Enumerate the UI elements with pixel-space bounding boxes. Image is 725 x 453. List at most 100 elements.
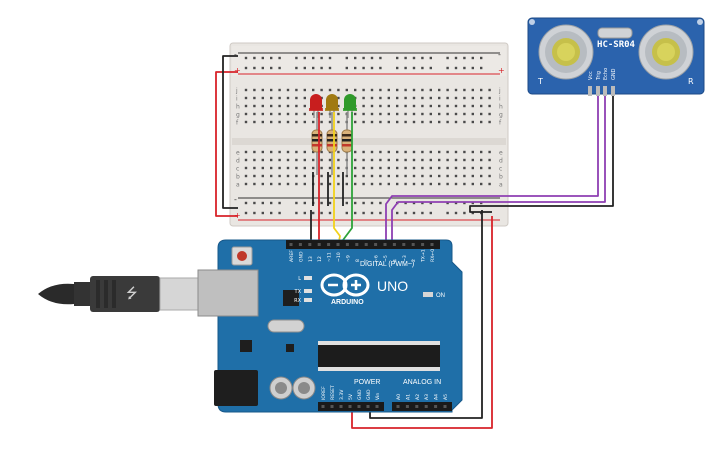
rail-hole [454, 66, 458, 70]
breadboard-hole [429, 166, 432, 170]
row-letter: h [499, 104, 503, 111]
breadboard-hole [370, 104, 374, 108]
breadboard-hole [463, 88, 466, 92]
rail-hole [421, 56, 424, 60]
breadboard-hole [320, 88, 323, 92]
header-pin [364, 243, 368, 246]
rail-hole [270, 201, 273, 205]
breadboard-hole [354, 158, 357, 162]
rail-hole [270, 56, 273, 60]
rail-hole [379, 211, 382, 215]
breadboard-hole [303, 182, 306, 186]
rail-hole [303, 56, 306, 60]
breadboard-hole [337, 104, 340, 108]
breadboard-hole [261, 120, 264, 124]
brand-label: ARDUINO [331, 299, 364, 306]
breadboard-hole [446, 112, 449, 116]
header-pin [289, 243, 293, 246]
rail-hole [253, 201, 256, 205]
pin-label: ~6 [374, 255, 380, 262]
breadboard-hole [270, 174, 273, 178]
breadboard-hole [404, 104, 407, 108]
wire-black [369, 210, 483, 419]
row-letter: i [236, 96, 238, 103]
breadboard-hole [379, 150, 382, 154]
breadboard-hole [396, 166, 399, 170]
breadboard-hole [471, 104, 474, 108]
breadboard-hole [362, 150, 365, 154]
sensor-pin-label: Vcc [588, 71, 594, 80]
breadboard-hole [244, 120, 248, 124]
sensor-pin-label: Echo [603, 68, 609, 80]
breadboard-hole [421, 158, 424, 162]
rail-hole [362, 56, 365, 60]
breadboard-hole [270, 96, 273, 100]
breadboard-hole [454, 174, 458, 178]
breadboard-hole [362, 158, 365, 162]
breadboard-hole [412, 150, 416, 154]
wire-black [222, 55, 238, 209]
rail-hole [261, 201, 264, 205]
breadboard-hole [412, 182, 416, 186]
breadboard-hole [471, 112, 474, 116]
header-pin [374, 243, 378, 246]
header-pin [339, 405, 343, 408]
breadboard-hole [438, 120, 441, 124]
breadboard-hole [370, 88, 374, 92]
pin-label: Vin [375, 393, 381, 400]
breadboard-hole [412, 104, 416, 108]
breadboard-hole [421, 174, 424, 178]
breadboard-hole [303, 104, 306, 108]
rail-hole [471, 211, 474, 215]
breadboard-hole [387, 166, 390, 170]
rail-hole [412, 56, 416, 60]
breadboard-hole [286, 112, 290, 116]
rail-hole [320, 201, 323, 205]
arduino-uno-board: ON ARDUINO UNO DIGITAL (PWM~) POWER ANAL… [197, 239, 463, 413]
row-letter: a [236, 182, 240, 189]
breadboard-hole [278, 88, 281, 92]
breadboard-hole [270, 166, 273, 170]
rail-hole [312, 211, 315, 215]
breadboard-hole [421, 182, 424, 186]
analog-header-label: ANALOG IN [403, 379, 441, 386]
board-led [304, 298, 312, 302]
breadboard-hole [488, 174, 491, 178]
breadboard-hole [362, 112, 365, 116]
breadboard-hole [303, 88, 306, 92]
header-pin [366, 405, 370, 408]
rail-hole [454, 201, 458, 205]
rail-hole [370, 201, 374, 205]
breadboard-hole [253, 166, 256, 170]
breadboard-hole [421, 96, 424, 100]
breadboard-hole [387, 174, 390, 178]
breadboard-hole [270, 150, 273, 154]
breadboard-hole [261, 166, 264, 170]
breadboard-hole [370, 174, 374, 178]
breadboard-hole [270, 112, 273, 116]
breadboard-hole [438, 174, 441, 178]
model-label: UNO [377, 278, 408, 294]
breadboard-hole [354, 112, 357, 116]
breadboard-hole [488, 182, 491, 186]
row-letter: c [499, 166, 502, 173]
pin-label: 12 [317, 256, 323, 262]
breadboard-hole [480, 174, 483, 178]
breadboard-hole [295, 166, 298, 170]
breadboard-hole [244, 158, 248, 162]
rail-hole [370, 211, 374, 215]
breadboard-hole [412, 120, 416, 124]
header-pin [357, 405, 361, 408]
breadboard-hole [261, 150, 264, 154]
rail-hole [362, 201, 365, 205]
rail-hole [303, 211, 306, 215]
breadboard-hole [396, 120, 399, 124]
pin-label: A0 [396, 394, 402, 400]
sensor-pin-label: GND [611, 68, 617, 80]
rail-hole [404, 56, 407, 60]
rail-hole [446, 201, 449, 205]
breadboard-hole [303, 112, 306, 116]
breadboard-hole [404, 96, 407, 100]
